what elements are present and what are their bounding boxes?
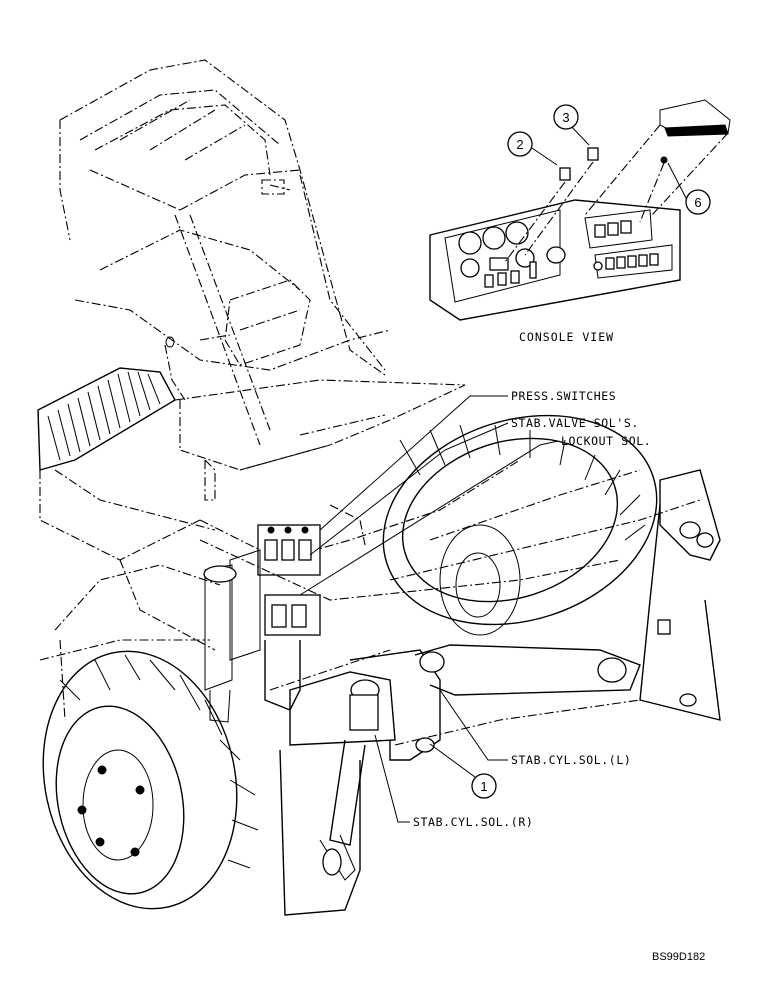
tire-outline-edge <box>59 639 66 721</box>
rocker-switch-3 <box>587 147 599 161</box>
valve-block-assembly <box>199 458 621 723</box>
tire-outline <box>54 564 221 631</box>
console-view-caption: CONSOLE VIEW <box>519 330 614 344</box>
cab-frame <box>59 59 391 446</box>
label-lockout-sol: LOCKOUT SOL. <box>561 434 651 448</box>
callout-1: 1 <box>471 773 497 799</box>
label-stab-cyl-sol-l: STAB.CYL.SOL.(L) <box>511 753 631 767</box>
console-view-panel <box>429 99 731 321</box>
chassis-floor <box>54 379 701 651</box>
label-press-switches: PRESS.SWITCHES <box>511 389 616 403</box>
callout-6: 6 <box>685 189 711 215</box>
callout-number: 6 <box>694 195 701 210</box>
engine-grille <box>37 367 201 561</box>
stabilizer-assembly <box>269 469 721 916</box>
indicator-lamp-6 <box>660 156 668 164</box>
drawing-code: BS99D182 <box>652 951 705 963</box>
rocker-switch-2 <box>559 167 571 181</box>
operator-seat <box>164 279 311 401</box>
callout-2: 2 <box>507 131 533 157</box>
rear-tire <box>382 414 658 636</box>
label-stab-cyl-sol-r: STAB.CYL.SOL.(R) <box>413 815 533 829</box>
callout-3: 3 <box>553 104 579 130</box>
callout-number: 3 <box>562 110 569 125</box>
leader-lines <box>299 123 688 823</box>
label-stab-valve-sols: STAB.VALVE SOL'S. <box>511 416 639 430</box>
callout-number: 2 <box>516 137 523 152</box>
front-tire <box>39 639 259 910</box>
callout-number: 1 <box>480 779 487 794</box>
